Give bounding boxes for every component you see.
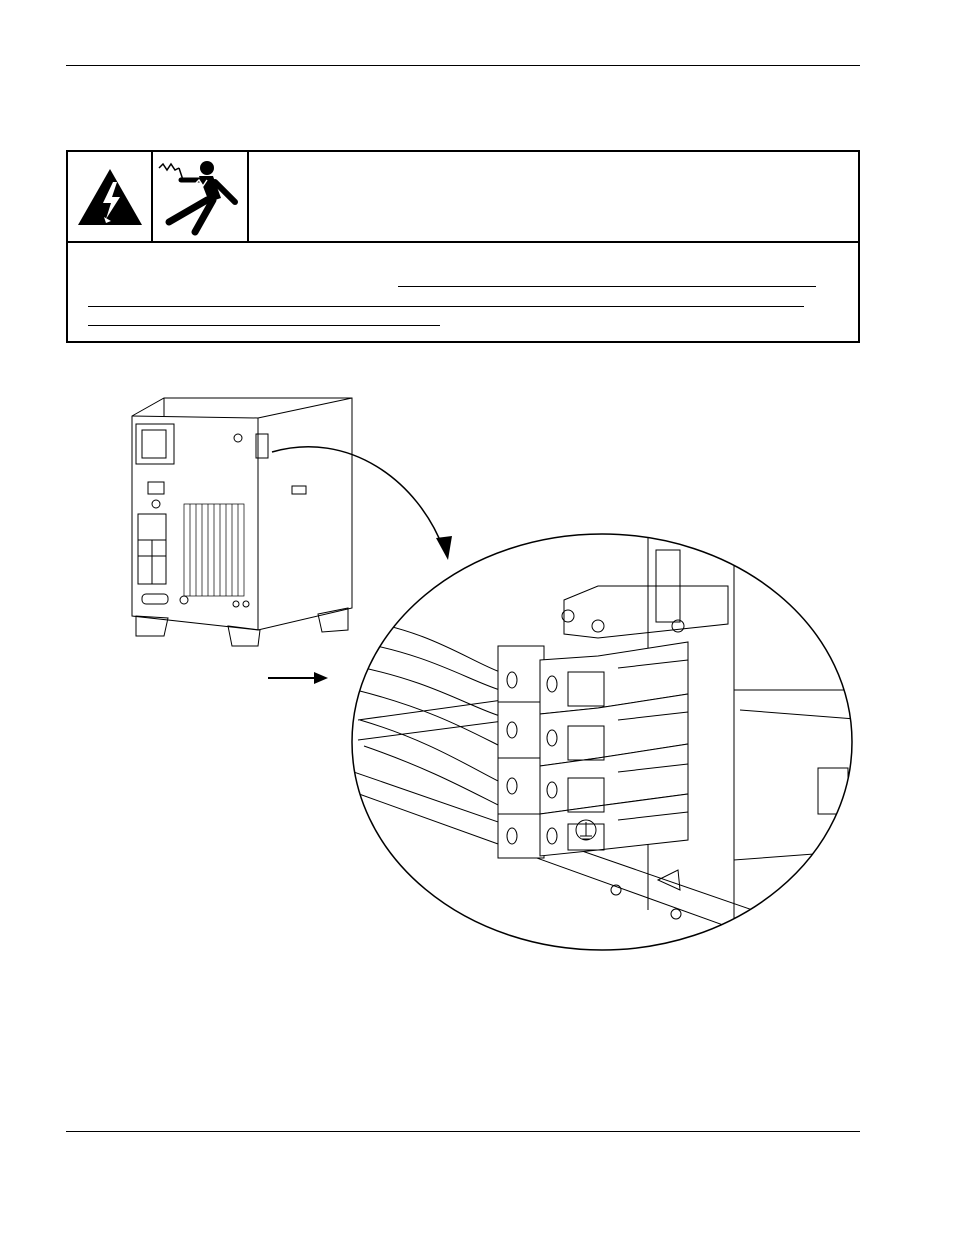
electrocution-icon-cell	[153, 152, 249, 241]
terminal-block-stack	[497, 641, 689, 859]
power-supply-rear-view	[131, 397, 353, 647]
warning-heading	[250, 152, 856, 241]
header-rule	[66, 65, 860, 66]
terminal-block-figure	[131, 397, 853, 951]
footer-rule	[66, 1131, 860, 1132]
shock-hazard-icon-cell	[68, 152, 153, 241]
curved-arrow-icon	[271, 446, 445, 551]
underline-3	[88, 325, 440, 326]
underline-2	[88, 306, 804, 307]
danger-warning-box	[66, 150, 860, 343]
underline-1	[398, 286, 816, 287]
electrocution-person-icon	[158, 160, 238, 235]
warning-body	[68, 244, 858, 341]
warning-header-row	[68, 152, 858, 243]
electric-shock-triangle-icon	[77, 168, 142, 225]
